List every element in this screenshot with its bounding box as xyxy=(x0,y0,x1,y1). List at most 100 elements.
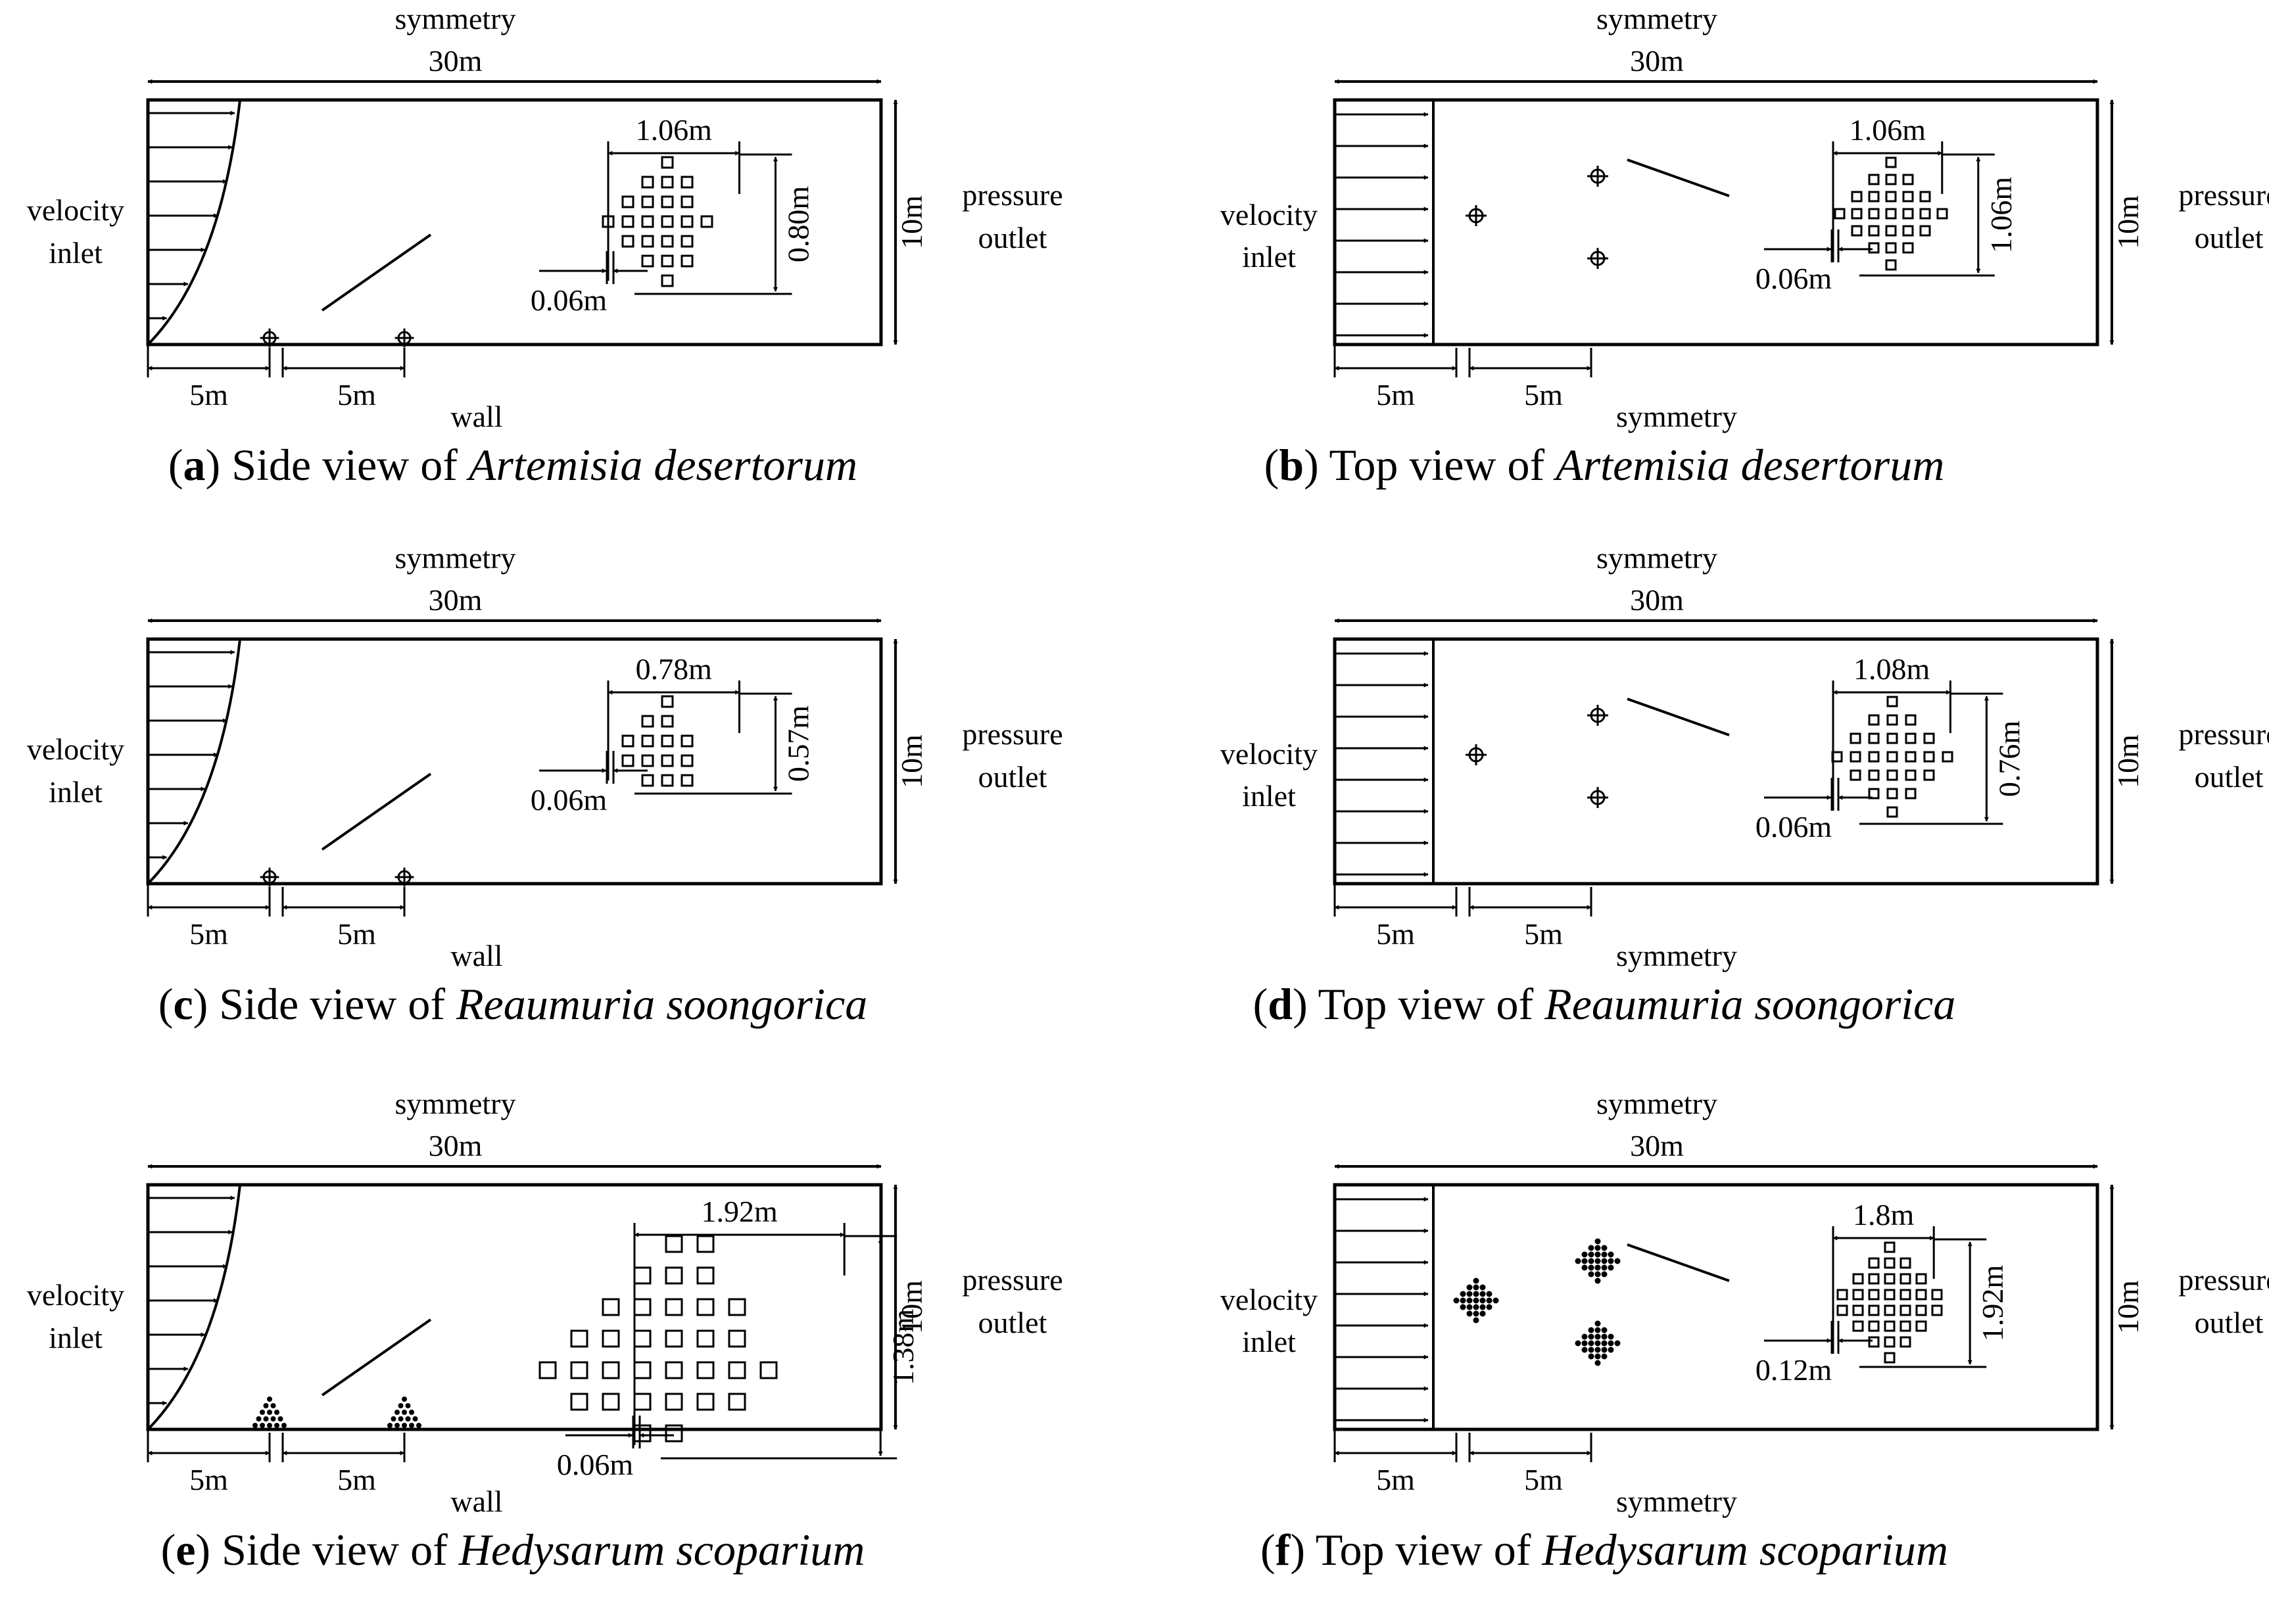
caption-letter: e xyxy=(176,1525,195,1575)
vegetation-cell xyxy=(1868,191,1880,203)
vegetation-cell xyxy=(1899,1320,1911,1332)
panel-caption: (b) Top view of Artemisia desertorum xyxy=(1264,440,1945,490)
vegetation-cell xyxy=(661,254,674,268)
vegetation-cell xyxy=(1885,242,1897,254)
vegetation-cell xyxy=(1852,1289,1864,1301)
spacing-label-2: 5m xyxy=(1524,1463,1563,1496)
vegetation-cell xyxy=(602,1393,620,1411)
vegetation-cell xyxy=(661,715,674,728)
pressure-outlet-label-line2: outlet xyxy=(978,760,1047,794)
caption-space xyxy=(448,1525,459,1575)
vegetation-cell xyxy=(661,156,674,169)
caption-paren-open: ( xyxy=(1260,1525,1276,1575)
symmetry-label-bottom: symmetry xyxy=(1616,939,1737,972)
plant-icon xyxy=(1453,1278,1499,1324)
vegetation-cell xyxy=(1868,174,1880,185)
vegetation-cell xyxy=(1902,225,1914,237)
vegetation-cell xyxy=(1899,1273,1911,1285)
caption-space xyxy=(445,979,456,1029)
vegetation-cell xyxy=(1942,751,1953,763)
pressure-outlet-label-line2: outlet xyxy=(2195,1306,2264,1339)
panel-caption: (e) Side view of Hedysarum scoparium xyxy=(161,1525,865,1575)
vegetation-cell xyxy=(621,215,634,228)
symmetry-label-top: symmetry xyxy=(1596,2,1717,36)
vegetation-cell xyxy=(641,195,654,208)
caption-species: Reaumuria soongorica xyxy=(456,979,867,1029)
plant-icon xyxy=(260,867,279,887)
vegetation-cell xyxy=(570,1361,588,1379)
vegetation-cell xyxy=(1919,225,1931,237)
vegetation-cell xyxy=(1886,696,1898,707)
zoom-height-label: 0.76m xyxy=(1992,721,2026,798)
height-dimension-label: 10m xyxy=(895,195,928,249)
caption-space xyxy=(1544,440,1556,490)
vegetation-cell xyxy=(665,1361,683,1379)
vegetation-cell xyxy=(661,695,674,708)
vegetation-cell xyxy=(1868,208,1880,220)
plant-icon xyxy=(1587,166,1608,187)
spacing-label-2: 5m xyxy=(337,917,376,951)
vegetation-cell xyxy=(602,1361,620,1379)
caption-species: Reaumuria soongorica xyxy=(1544,979,1955,1029)
plant-icon xyxy=(1466,744,1487,765)
length-dimension-label: 30m xyxy=(429,1129,483,1162)
vegetation-cell xyxy=(1868,1257,1880,1269)
domain-boundary xyxy=(146,98,883,346)
panel-c: symmetry30mvelocityinlet10mpressureoutle… xyxy=(27,541,1063,1029)
caption-paren-close: ) xyxy=(195,1525,222,1575)
vegetation-cell xyxy=(1905,751,1917,763)
velocity-inlet-label-line1: velocity xyxy=(1220,198,1318,231)
vegetation-cell xyxy=(1884,1257,1896,1269)
vegetation-cell xyxy=(696,1393,715,1411)
plant-icon xyxy=(1575,1238,1621,1284)
velocity-profile-curve xyxy=(147,1184,241,1431)
length-dimension-label: 30m xyxy=(429,583,483,617)
caption-paren-open: ( xyxy=(168,440,183,490)
vegetation-cell xyxy=(621,195,634,208)
pressure-outlet-label-line1: pressure xyxy=(962,178,1063,212)
pressure-outlet-label-line2: outlet xyxy=(978,221,1047,254)
vegetation-cell xyxy=(1899,1257,1911,1269)
velocity-inlet-label-line1: velocity xyxy=(1220,737,1318,771)
vegetation-cell xyxy=(665,1424,683,1443)
caption-prefix: Side view of xyxy=(231,440,458,490)
vegetation-cell xyxy=(1886,751,1898,763)
plant-icon xyxy=(252,1397,287,1428)
vegetation-cell xyxy=(681,254,694,268)
vegetation-cell xyxy=(1868,732,1880,744)
vegetation-cell xyxy=(728,1329,746,1348)
vegetation-cell xyxy=(641,235,654,248)
vegetation-cell xyxy=(696,1266,715,1285)
vegetation-cell xyxy=(665,1329,683,1348)
vegetation-cell xyxy=(661,734,674,748)
vegetation-cell xyxy=(681,754,694,767)
zoom-leader-line xyxy=(321,773,432,851)
pressure-outlet-label-line2: outlet xyxy=(2195,221,2264,254)
panel-caption: (a) Side view of Artemisia desertorum xyxy=(168,440,857,490)
vegetation-cell xyxy=(1868,1320,1880,1332)
caption-species: Artemisia desertorum xyxy=(466,440,857,490)
vegetation-cell xyxy=(1884,1320,1896,1332)
plant-icon xyxy=(394,328,414,348)
vegetation-cell xyxy=(1915,1289,1927,1301)
height-dimension-label: 10m xyxy=(895,1280,928,1334)
plant-icon xyxy=(1575,1320,1621,1366)
vegetation-cell xyxy=(696,1298,715,1316)
gap-dimension-label: 0.06m xyxy=(1755,810,1832,844)
vegetation-cell xyxy=(1836,1289,1848,1301)
symmetry-label-top: symmetry xyxy=(395,1087,516,1120)
spacing-label-1: 5m xyxy=(1376,1463,1415,1496)
vegetation-cell xyxy=(1868,714,1880,726)
vegetation-cell xyxy=(665,1266,683,1285)
domain-boundary xyxy=(146,637,883,886)
vegetation-cell xyxy=(1850,751,1861,763)
vegetation-cell xyxy=(1885,191,1897,203)
vegetation-cell xyxy=(661,195,674,208)
panel-f: symmetry30mvelocityinlet10mpressureoutle… xyxy=(1220,1087,2269,1575)
plant-icon xyxy=(1587,705,1608,726)
vegetation-cell xyxy=(728,1298,746,1316)
plant-icon xyxy=(1587,248,1608,269)
vegetation-cell xyxy=(641,715,654,728)
vegetation-cell xyxy=(621,754,634,767)
